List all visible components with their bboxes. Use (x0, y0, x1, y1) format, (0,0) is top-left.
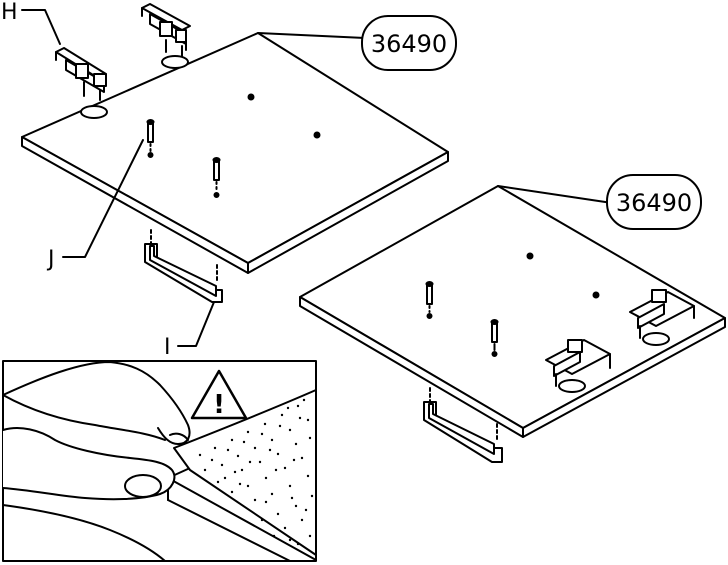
door-panel-lower (299, 185, 726, 438)
label-screw: J (46, 247, 55, 272)
warning-exclamation: ! (213, 390, 225, 420)
panel-hole (526, 252, 534, 260)
inset-film-warning (2, 360, 317, 562)
hinge-lower-right (629, 289, 695, 339)
screw (490, 319, 499, 357)
hinge-cup-hole (161, 55, 189, 69)
hinge-cup-hole (558, 379, 586, 393)
thumbnail (124, 474, 162, 498)
hand-index-finger (2, 361, 191, 445)
hinge-upper-right (141, 3, 191, 57)
panel-hole (313, 131, 321, 139)
label-handle: I (164, 335, 171, 360)
warning-triangle-icon (190, 369, 248, 420)
handle-lower (423, 387, 503, 463)
protective-film (173, 389, 317, 556)
handle-upper (144, 229, 223, 303)
leader-j (62, 139, 144, 258)
film-speckle (198, 398, 314, 546)
part-number-lower: 36490 (616, 189, 692, 217)
panel-hole (247, 93, 255, 101)
part-number-bubble (361, 15, 457, 71)
label-hinge: H (1, 0, 18, 25)
leader-partnum-upper (257, 32, 366, 39)
leader-h (21, 9, 61, 45)
screw (425, 281, 434, 319)
part-number-bubble (606, 174, 702, 230)
screw (212, 157, 221, 198)
hinge-cup-hole (80, 105, 108, 119)
hinge-cup-hole (642, 332, 670, 346)
leader-i (177, 301, 215, 347)
leader-partnum-lower (497, 185, 613, 204)
hinge-upper-left (55, 47, 107, 101)
part-number-upper: 36490 (371, 30, 447, 58)
screw (146, 119, 155, 158)
door-panel-upper (21, 32, 449, 274)
panel-hole (592, 291, 600, 299)
hinge-lower-left (545, 339, 611, 387)
